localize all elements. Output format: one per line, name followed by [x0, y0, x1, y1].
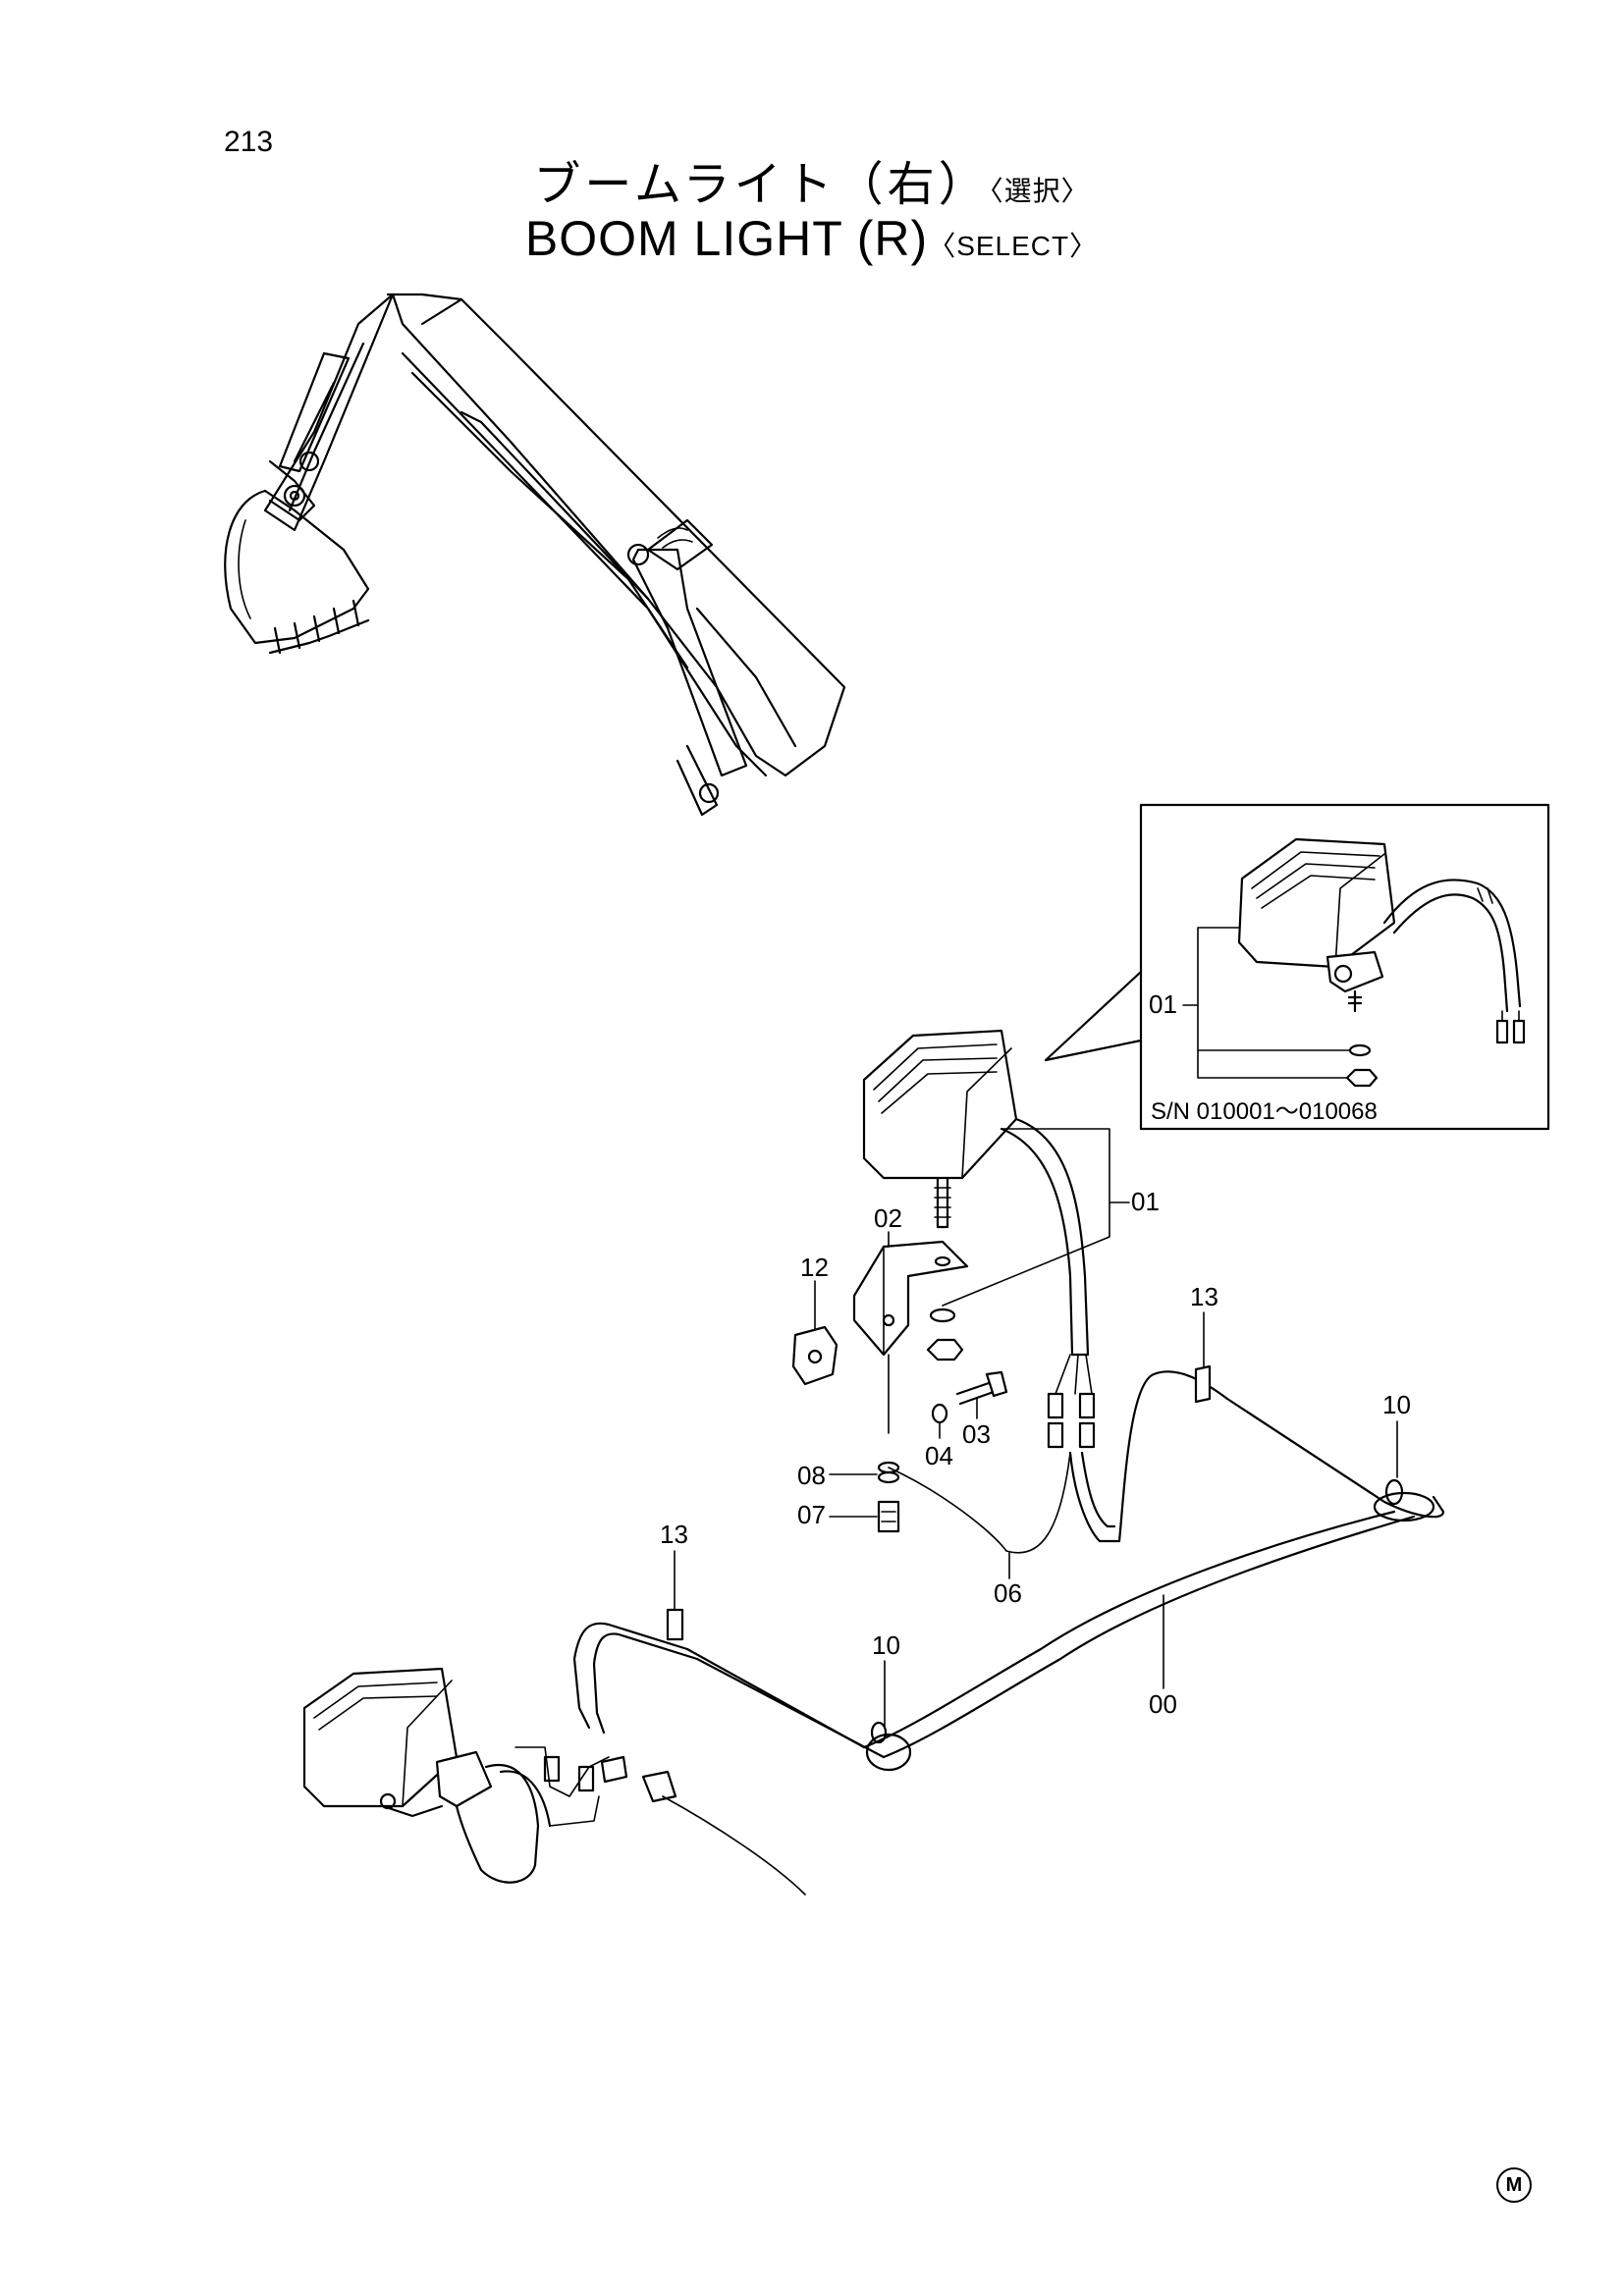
callout-02: 02	[874, 1203, 902, 1233]
title-english-sub: 〈SELECT〉	[928, 231, 1099, 261]
callout-13-left: 13	[660, 1520, 688, 1549]
inset-detail-box: 01 S/N 010001～010068	[1044, 803, 1550, 1131]
callout-10-right: 10	[1382, 1390, 1411, 1419]
wire-harness	[572, 1364, 1445, 1772]
callout-13-right: 13	[1190, 1282, 1218, 1311]
callout-04: 04	[925, 1441, 953, 1470]
excavator-front-illustration	[224, 293, 846, 817]
callout-03: 03	[962, 1419, 991, 1449]
callout-08: 08	[797, 1461, 826, 1490]
inset-callout-01: 01	[1149, 989, 1177, 1019]
callout-10-left: 10	[872, 1630, 900, 1660]
inset-serial-range: S/N 010001～010068	[1151, 1098, 1378, 1125]
page-number: 213	[224, 126, 274, 158]
title-english-main: BOOM LIGHT (R)	[524, 211, 929, 266]
title-japanese: ブームライト（右）〈選択〉	[0, 145, 1623, 214]
boom-light-assembly	[791, 1029, 1130, 1533]
callout-07: 07	[797, 1500, 826, 1529]
title-english: BOOM LIGHT (R)〈SELECT〉	[0, 210, 1623, 267]
callout-06: 06	[994, 1578, 1022, 1608]
title-japanese-sub: 〈選択〉	[989, 176, 1090, 206]
manufacturer-mark: M	[1496, 2167, 1532, 2203]
callout-labels: 01 02 12 03 04 08 07 06 13 10 13 10 00	[660, 1187, 1411, 1729]
callout-12: 12	[800, 1253, 829, 1282]
callout-00: 00	[1149, 1689, 1177, 1719]
title-japanese-main: ブームライト（右）	[533, 159, 990, 211]
lower-left-lamp	[302, 1667, 806, 1896]
callout-01: 01	[1131, 1187, 1160, 1216]
